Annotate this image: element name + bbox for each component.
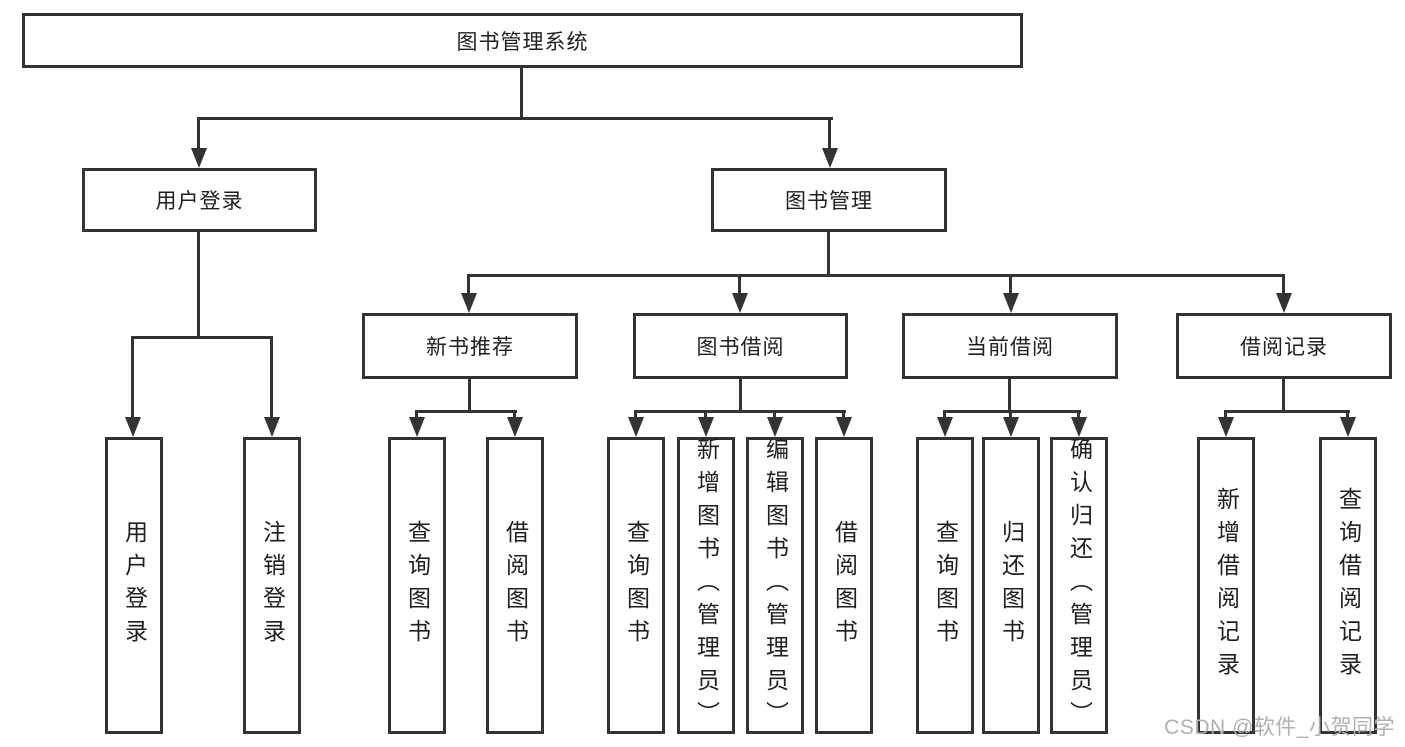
node-label: 编辑图书（管理员） [762,437,789,734]
leaf-logout: 注销登录 [243,437,301,734]
arrowhead-icon [125,417,141,437]
connector [739,379,742,412]
node-label: 图书管理 [785,190,873,213]
leaf-confirm-return-admin: 确认归还（管理员） [1050,437,1108,734]
connector [943,410,1081,413]
connector [415,410,517,413]
arrowhead-icon [409,417,425,437]
connector [1282,379,1285,412]
node-label: 借阅图书 [831,519,858,652]
node-label: 用户登录 [121,519,148,652]
node-label: 借阅图书 [502,519,529,652]
connector [704,410,707,419]
connector [1077,410,1080,419]
node-label: 查询图书 [404,519,431,652]
connector [634,410,637,419]
arrowhead-icon [937,417,953,437]
node-borrowing-records: 借阅记录 [1176,313,1392,379]
leaf-add-borrow-record: 新增借阅记录 [1197,437,1255,734]
leaf-return-book: 归还图书 [982,437,1040,734]
arrowhead-icon [507,417,523,437]
connector [467,274,470,295]
node-label: 查询借阅记录 [1335,486,1362,685]
connector [738,274,741,295]
node-label: 用户登录 [155,190,244,213]
node-user-login: 用户登录 [82,168,317,232]
arrowhead-icon [1003,417,1019,437]
node-label: 图书管理系统 [456,30,589,54]
connector [1009,274,1012,295]
leaf-add-book-admin: 新增图书（管理员） [677,437,735,734]
connector [828,117,831,150]
csdn-watermark: CSDN @软件_小贺同学 [1164,716,1395,739]
leaf-borrow-books-borrowing: 借阅图书 [815,437,873,734]
connector [1224,410,1350,413]
arrowhead-icon [732,293,748,313]
connector [520,68,523,120]
node-label: 确认归还（管理员） [1066,437,1093,734]
node-label: 归还图书 [998,519,1025,652]
connector [131,336,134,419]
node-current-borrowing: 当前借阅 [902,313,1118,379]
node-label: 当前借阅 [966,336,1054,359]
node-label: 借阅记录 [1240,336,1328,359]
connector [468,379,471,412]
connector [197,117,833,120]
connector [1282,274,1285,295]
arrowhead-icon [1071,417,1087,437]
leaf-user-login: 用户登录 [105,437,163,734]
arrowhead-icon [822,148,838,168]
node-root: 图书管理系统 [22,13,1023,68]
node-label: 图书借阅 [696,336,785,359]
node-label: 新增图书（管理员） [693,437,720,734]
node-label: 新增借阅记录 [1213,486,1240,685]
node-new-book-recommendation: 新书推荐 [362,313,578,379]
arrowhead-icon [628,417,644,437]
connector [827,232,830,277]
connector [1008,379,1011,412]
connector [467,274,1285,277]
arrowhead-icon [1218,417,1234,437]
connector [773,410,776,419]
node-book-management: 图书管理 [711,168,947,232]
node-label: 新书推荐 [426,336,514,359]
connector [270,336,273,419]
arrowhead-icon [1340,417,1356,437]
arrowhead-icon [1276,293,1292,313]
arrowhead-icon [836,417,852,437]
arrowhead-icon [191,148,207,168]
leaf-query-books-current: 查询图书 [916,437,974,734]
leaf-query-books-borrowing: 查询图书 [607,437,665,734]
connector [197,232,200,336]
connector [634,410,846,413]
leaf-edit-book-admin: 编辑图书（管理员） [746,437,804,734]
node-label: 注销登录 [259,519,286,652]
leaf-borrow-books-recommend: 借阅图书 [486,437,544,734]
arrowhead-icon [767,417,783,437]
node-label: 查询图书 [623,519,650,652]
node-book-borrowing: 图书借阅 [633,313,848,379]
connector [1224,410,1227,419]
arrowhead-icon [698,417,714,437]
connector [1009,410,1012,419]
node-label: 查询图书 [932,519,959,652]
connector [131,336,273,339]
arrowhead-icon [461,293,477,313]
connector [197,117,200,150]
connector [943,410,946,419]
connector [415,410,418,419]
leaf-query-borrow-record: 查询借阅记录 [1319,437,1377,734]
leaf-query-books-recommend: 查询图书 [388,437,446,734]
arrowhead-icon [264,417,280,437]
arrowhead-icon [1003,293,1019,313]
connector [842,410,845,419]
connector [513,410,516,419]
connector [1346,410,1349,419]
